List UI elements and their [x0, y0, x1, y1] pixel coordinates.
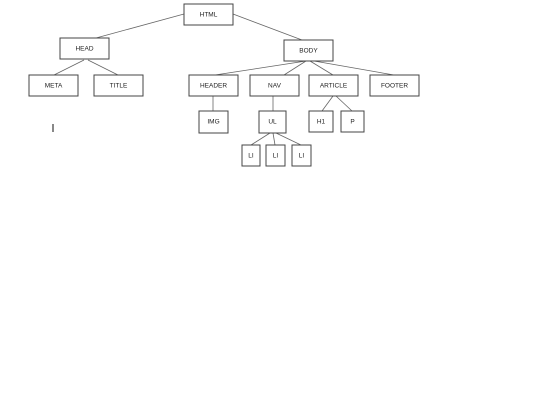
edge-body-footer	[313, 60, 395, 76]
node-nav-label: NAV	[268, 83, 282, 90]
node-p: P	[340, 110, 365, 133]
node-ul-label: UL	[268, 119, 277, 126]
node-li-3-label: LI	[299, 153, 305, 160]
edge-head-title	[87, 59, 119, 76]
node-li-2-label: LI	[273, 153, 279, 160]
edge-body-article	[309, 60, 334, 76]
edge-html-head	[95, 13, 185, 39]
node-article: ARTICLE	[308, 74, 359, 97]
edge-article-p	[335, 95, 353, 112]
node-img: IMG	[198, 110, 229, 134]
node-ul: UL	[258, 110, 287, 134]
node-h1-label: H1	[317, 119, 326, 126]
node-li-3: LI	[291, 144, 312, 167]
node-nav: NAV	[249, 74, 300, 97]
node-header: HEADER	[188, 74, 239, 97]
node-footer-label: FOOTER	[381, 83, 408, 90]
edge-ul-li1	[250, 132, 271, 146]
edge-head-meta	[53, 59, 85, 76]
node-article-label: ARTICLE	[320, 83, 348, 90]
node-html: HTML	[183, 3, 234, 26]
node-title: TITLE	[93, 74, 144, 97]
node-head: HEAD	[59, 37, 110, 60]
node-footer: FOOTER	[369, 74, 420, 97]
node-head-label: HEAD	[75, 46, 93, 53]
edge-ul-li3	[275, 132, 302, 146]
node-body-label: BODY	[299, 48, 318, 55]
node-h1: H1	[308, 110, 334, 133]
tree-edges	[53, 13, 395, 146]
node-meta-label: META	[45, 83, 63, 90]
node-body: BODY	[283, 39, 334, 62]
edge-ul-li2	[272, 132, 276, 146]
edge-html-body	[232, 13, 303, 41]
edge-body-nav	[283, 60, 307, 76]
edge-article-h1	[321, 95, 334, 112]
node-p-label: P	[350, 119, 354, 126]
node-header-label: HEADER	[200, 83, 227, 90]
node-html-label: HTML	[200, 12, 218, 19]
node-meta: META	[28, 74, 79, 97]
node-title-label: TITLE	[110, 83, 128, 90]
edge-body-header	[214, 60, 307, 76]
node-li-1-label: LI	[248, 153, 254, 160]
node-li-2: LI	[265, 144, 286, 167]
node-img-label: IMG	[207, 119, 219, 126]
node-li-1: LI	[241, 144, 261, 167]
